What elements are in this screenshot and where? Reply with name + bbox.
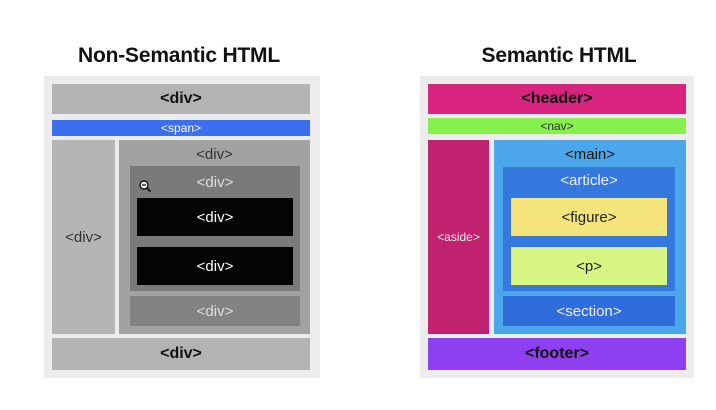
right-header: <header> [428, 84, 686, 114]
right-main-label: <main> [564, 146, 616, 163]
right-figure: <figure> [511, 198, 667, 236]
left-inner-label: <div> [196, 174, 234, 191]
left-block1-div: <div> [137, 198, 293, 236]
right-article-label: <article> [560, 172, 618, 189]
left-footer-div: <div> [52, 338, 310, 370]
right-aside: <aside> [428, 140, 489, 334]
right-section: <section> [503, 296, 675, 326]
right-nav: <nav> [428, 118, 686, 134]
left-sidebar-div: <div> [52, 140, 115, 334]
right-title: Semantic HTML [481, 44, 637, 67]
left-span: <span> [52, 120, 310, 136]
right-p: <p> [511, 247, 667, 285]
left-header-div: <div> [52, 84, 310, 114]
left-main-label: <div> [196, 146, 233, 163]
zoom-out-icon [139, 180, 151, 192]
left-title: Non-Semantic HTML [78, 44, 280, 67]
left-inner-bottom-div: <div> [130, 296, 300, 326]
right-footer: <footer> [428, 338, 686, 370]
left-block2-div: <div> [137, 247, 293, 285]
